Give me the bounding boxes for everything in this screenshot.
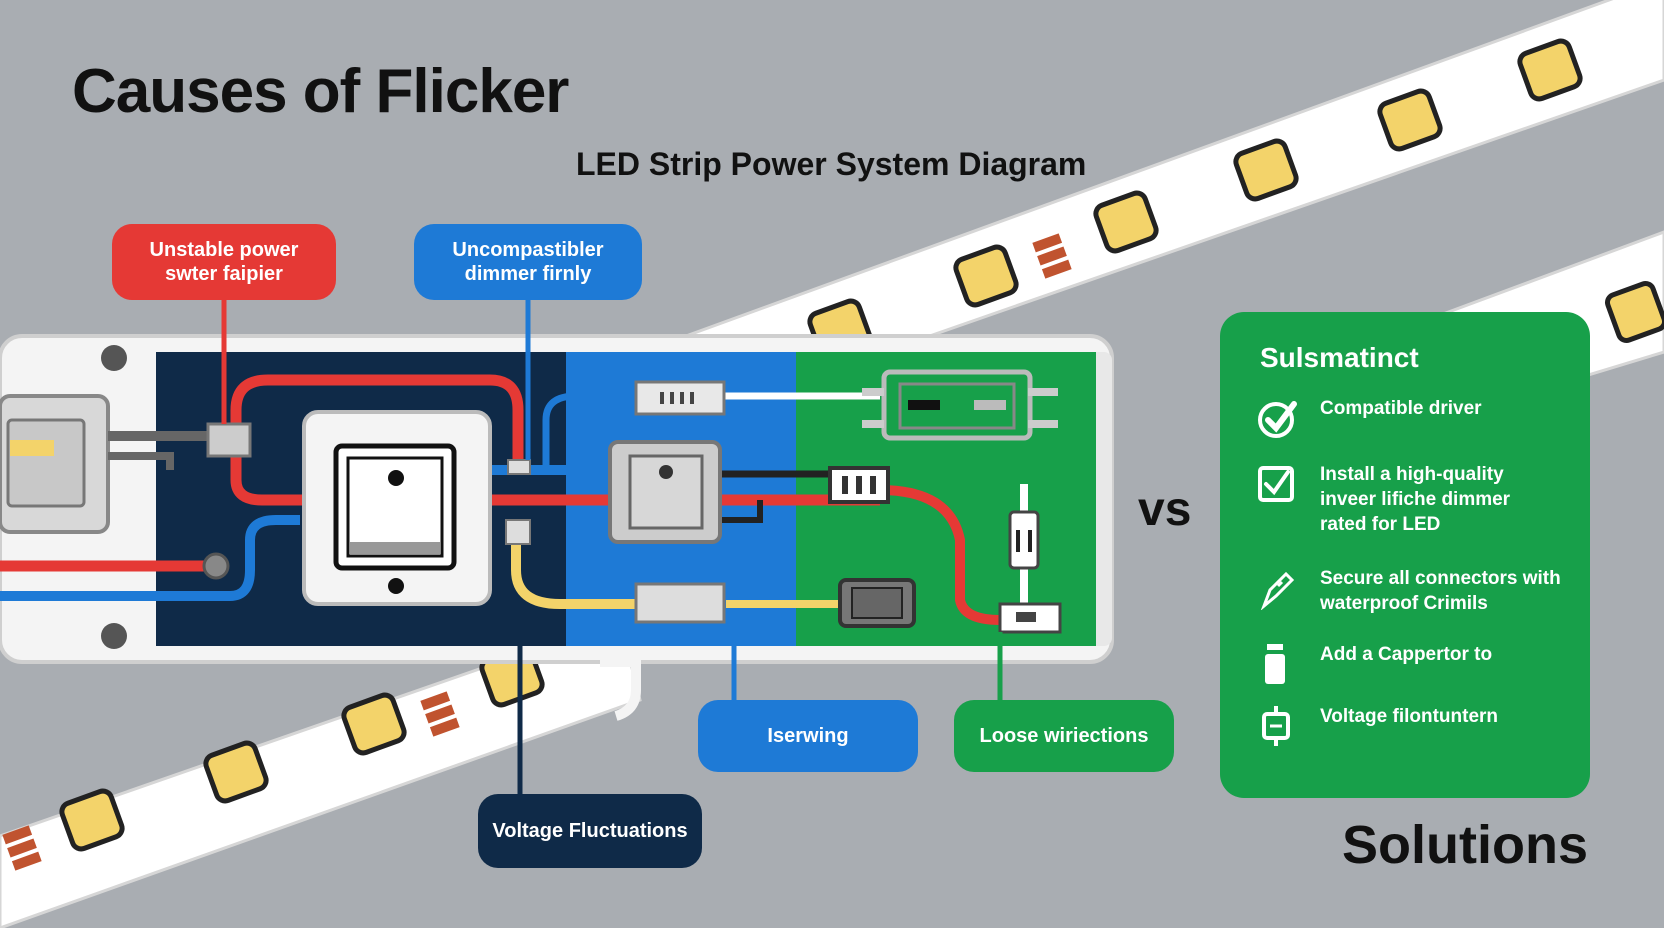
- led-chip: [203, 740, 269, 804]
- led-chip: [59, 788, 125, 852]
- solution-item: Add a Cappertor to: [1256, 642, 1492, 686]
- led-chip: [953, 244, 1019, 308]
- led-chip: [1517, 38, 1583, 102]
- solution-line: rated for LED: [1320, 514, 1441, 535]
- solutions-panel: Sulsmatinct Compatible driver Install a …: [1220, 312, 1590, 798]
- resistor: [425, 704, 455, 724]
- callout-line: swter faipier: [165, 263, 283, 285]
- resistor: [11, 851, 42, 871]
- solution-item: Compatible driver: [1256, 396, 1482, 440]
- callout-line: Uncompastibler: [452, 239, 604, 261]
- resistor: [2, 825, 33, 845]
- checkbox-icon: [1258, 466, 1294, 502]
- resistor: [420, 691, 451, 711]
- check-circle-icon: [1258, 401, 1297, 438]
- led-strip-lower: [0, 618, 642, 928]
- solution-line: Install a high-quality: [1320, 464, 1504, 485]
- solution-item: Voltage filontuntern: [1256, 704, 1498, 748]
- resistor: [7, 838, 37, 858]
- callout-line: Unstable power: [149, 239, 299, 261]
- led-chip: [1233, 138, 1299, 202]
- solutions-label: Solutions: [1342, 815, 1588, 875]
- callout-loose-connections: Loose wiriections: [954, 700, 1174, 772]
- callout-iserwing: Iserwing: [698, 700, 918, 772]
- resistor: [429, 717, 460, 737]
- callout-voltage-fluctuations: Voltage Fluctuations: [478, 794, 702, 868]
- solution-line: inveer lifiche dimmer: [1320, 489, 1511, 510]
- solution-line: waterproof Crimils: [1320, 593, 1488, 614]
- resistor: [1041, 259, 1072, 279]
- solution-line: Secure all connectors with: [1320, 568, 1561, 589]
- diagram-subtitle: LED Strip Power System Diagram: [576, 146, 1087, 182]
- solution-item: Secure all connectors with waterproof Cr…: [1256, 566, 1561, 616]
- callout-line: dimmer firnly: [464, 263, 592, 285]
- solution-line: Compatible driver: [1320, 398, 1482, 419]
- vs-label: vs: [1138, 483, 1192, 536]
- led-chip: [341, 692, 407, 756]
- callout-incompatible-dimmer: Uncompastibler dimmer firnly: [414, 224, 642, 300]
- callout-unstable-power: Unstable power swter faipier: [112, 224, 336, 300]
- page-title: Causes of Flicker: [72, 57, 569, 126]
- connector-icon: [1260, 571, 1295, 610]
- solution-line: Add a Cappertor to: [1320, 644, 1493, 665]
- solution-item: Install a high-quality inveer lifiche di…: [1256, 462, 1510, 537]
- solution-line: Voltage filontuntern: [1320, 706, 1499, 727]
- solutions-panel-title: Sulsmatinct: [1260, 342, 1419, 373]
- led-chip: [1093, 190, 1159, 254]
- voltage-stabilizer-icon: [1262, 706, 1290, 746]
- capacitor-icon: [1265, 644, 1285, 684]
- led-chip: [1377, 88, 1443, 152]
- resistor: [1037, 246, 1067, 266]
- resistor: [1032, 233, 1063, 253]
